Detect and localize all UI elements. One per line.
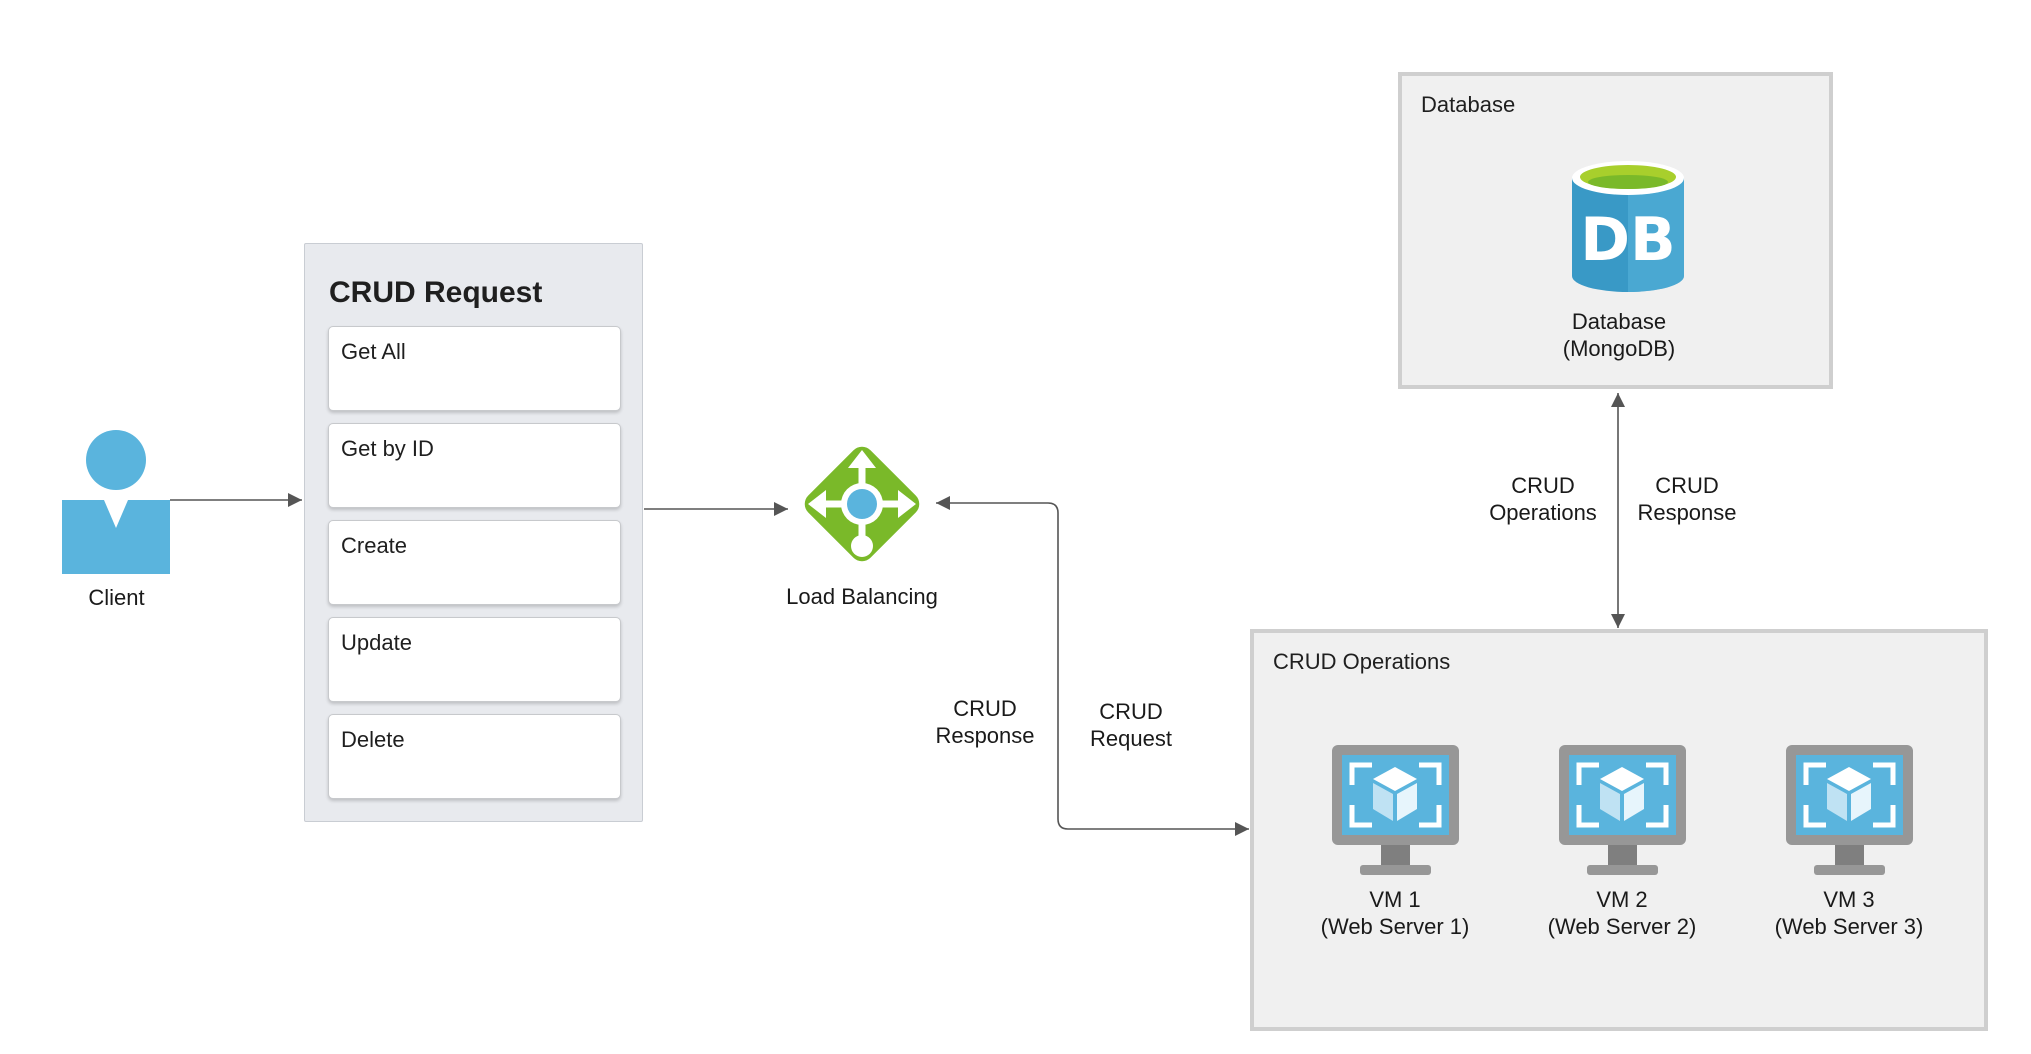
database-panel-title: Database — [1421, 92, 1516, 117]
lb-ops-connector — [936, 496, 1249, 836]
database-label-line: (MongoDB) — [1562, 336, 1676, 361]
op-card-update[interactable]: Update — [328, 617, 621, 702]
database-icon-text: DB — [1580, 205, 1676, 275]
load-balancer-label: Load Balancing — [786, 584, 938, 609]
vm-role: (Web Server 2) — [1547, 914, 1697, 939]
client-node: Client — [60, 428, 173, 614]
op-label: Get All — [341, 339, 406, 364]
load-balancer-icon — [804, 446, 920, 562]
edge-label-line: Response — [935, 723, 1035, 748]
database-label-line: Database — [1571, 309, 1667, 334]
virtual-machine-icon — [1559, 745, 1686, 875]
op-card-delete[interactable]: Delete — [328, 714, 621, 799]
client-label: Client — [88, 585, 145, 610]
edge-label-line: CRUD — [953, 696, 1017, 721]
op-label: Delete — [341, 727, 405, 752]
edge-label-crud-request: CRUD Request — [1066, 698, 1196, 752]
op-card-get-by-id[interactable]: Get by ID — [328, 423, 621, 508]
edge-label-line: Request — [1090, 726, 1172, 751]
virtual-machine-icon — [1786, 745, 1913, 875]
user-icon — [62, 430, 170, 574]
vm-label: VM 3 (Web Server 3) — [1749, 886, 1949, 940]
virtual-machine-icon — [1332, 745, 1459, 875]
crud-request-title: CRUD Request — [329, 276, 543, 309]
crud-operations-panel: CRUD Operations VM 1 (Web Server 1) VM 2… — [1250, 629, 1988, 1031]
op-card-create[interactable]: Create — [328, 520, 621, 605]
crud-operations-title: CRUD Operations — [1273, 649, 1451, 674]
vm-name: VM 3 — [1823, 887, 1875, 912]
database-icon: DB — [1572, 161, 1684, 292]
edge-label-crud-operations: CRUD Operations — [1478, 472, 1608, 526]
database-label: Database (MongoDB) — [1519, 308, 1719, 362]
vm-label: VM 1 (Web Server 1) — [1295, 886, 1495, 940]
edge-label-crud-response-left: CRUD Response — [920, 695, 1050, 749]
vm-name: VM 2 — [1596, 887, 1648, 912]
edge-label-crud-response-right: CRUD Response — [1622, 472, 1752, 526]
vm-role: (Web Server 3) — [1774, 914, 1924, 939]
database-panel: Database DB Database (MongoDB) — [1398, 72, 1833, 389]
op-card-get-all[interactable]: Get All — [328, 326, 621, 411]
vm-name: VM 1 — [1369, 887, 1421, 912]
edge-label-line: CRUD — [1655, 473, 1719, 498]
vm-label: VM 2 (Web Server 2) — [1522, 886, 1722, 940]
edge-label-line: Operations — [1489, 500, 1597, 525]
edge-label-line: CRUD — [1511, 473, 1575, 498]
edge-label-line: Response — [1637, 500, 1737, 525]
load-balancer-node: Load Balancing — [786, 428, 938, 613]
crud-request-panel: CRUD Request Get All Get by ID Create Up… — [304, 243, 643, 822]
op-label: Create — [341, 533, 408, 558]
op-label: Get by ID — [341, 436, 434, 461]
vm-role: (Web Server 1) — [1320, 914, 1470, 939]
op-label: Update — [341, 630, 412, 655]
edge-label-line: CRUD — [1099, 699, 1163, 724]
